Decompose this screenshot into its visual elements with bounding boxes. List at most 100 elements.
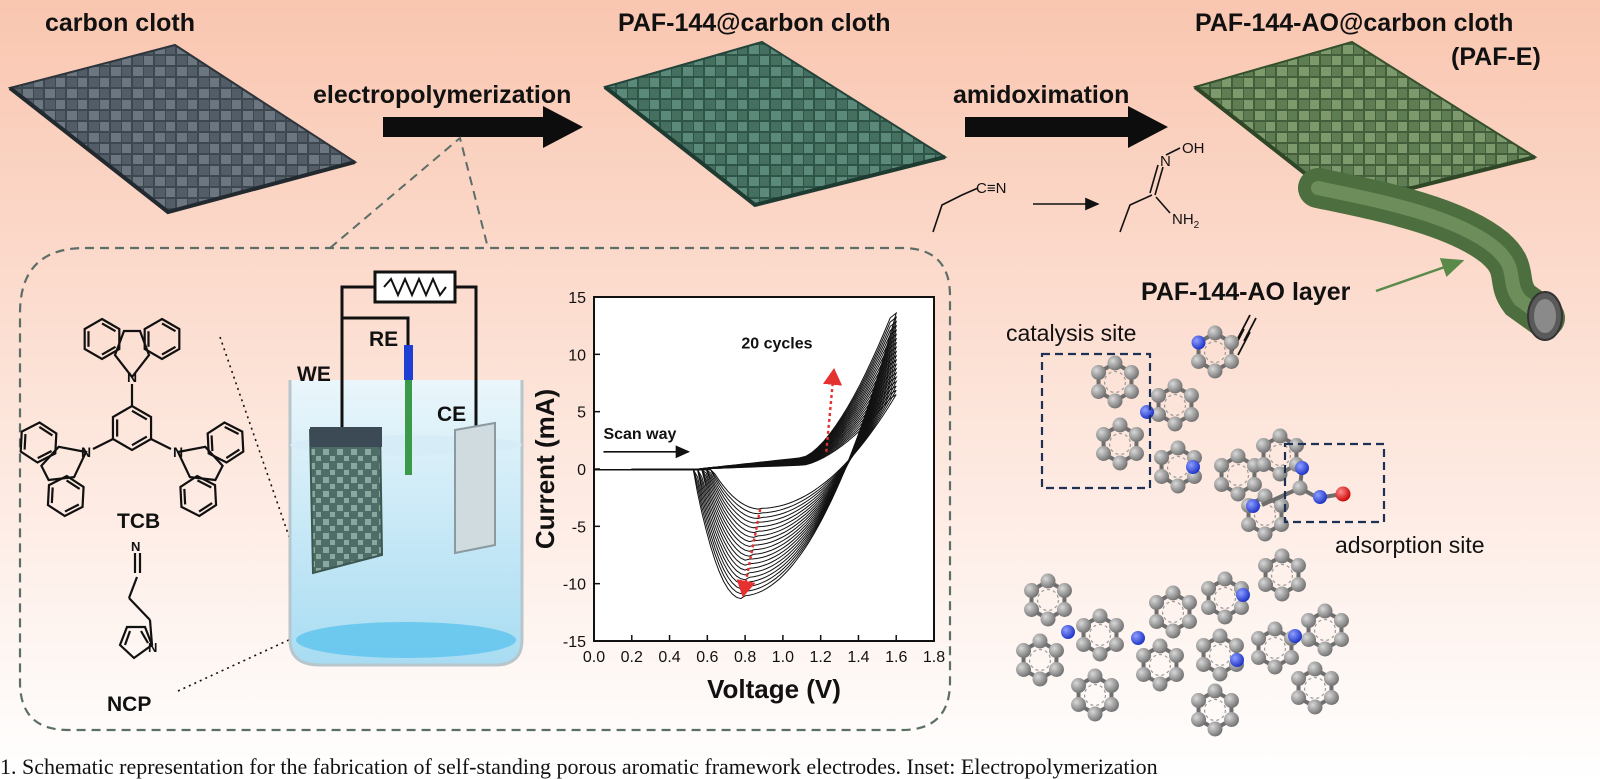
carbon-atom [1257,526,1273,542]
nitrogen-atom [1295,461,1309,475]
carbon-atom [1257,488,1273,504]
aromatic-ring [1036,588,1060,612]
carbon-atom [1168,667,1184,682]
y-axis-label: Current (mA) [530,389,560,549]
x-tick-label: 1.6 [885,649,907,666]
nitrogen-atom [1191,335,1206,350]
carbon-atom [1207,683,1223,699]
carbon-atom [1251,650,1267,665]
carbon-atom [1292,480,1308,496]
aromatic-ring [1226,463,1250,487]
carbon-atom [1317,641,1333,657]
catalysis-site-label: catalysis site [1006,320,1136,346]
scan-way-annotation: Scan way [603,426,676,443]
nitrogen-atom [1140,405,1154,419]
carbon-atom [1096,446,1112,461]
carbon-atom [1217,609,1233,625]
carbon-atom [1016,662,1032,677]
carbon-atom [1333,613,1349,628]
carbon-atom [1071,697,1087,712]
carbon-atom [1154,469,1170,484]
tcb-carbazole-top-ring-b-double-bond [101,322,117,333]
amidoxime-oh-label: OH [1182,140,1205,157]
re-label: RE [369,328,398,351]
carbon-atom [1301,613,1317,628]
y-tick-label: -15 [563,634,586,651]
ncp-label: NCP [107,693,151,716]
carbon-atom [1230,486,1246,502]
carbon-atom [1251,631,1267,646]
carbon-atom [1167,378,1183,394]
carbon-atom [1076,618,1092,633]
carbon-atom [1123,365,1139,380]
carbon-atom [1149,614,1165,629]
carbon-atom [1016,643,1032,658]
carbon-atom [1091,384,1107,399]
carbon-atom [1152,676,1168,692]
figure-caption: 1. Schematic representation for the fabr… [0,754,1158,779]
carbon-atom [1291,690,1307,705]
carbon-atom [1307,661,1323,677]
carbon-atom [1112,455,1128,471]
carbon-atom [1165,585,1181,601]
cv-cycle-series [594,311,898,600]
tcb-carbazole-right-ring-a-double-bond [183,488,187,505]
x-tick-label: 1.8 [923,649,945,666]
carbon-atom [1191,354,1207,369]
carbon-atom [1333,632,1349,647]
x-tick-label: 1.0 [772,649,794,666]
carbon-atom [1183,388,1199,403]
carbon-atom [1217,571,1233,587]
y-tick-label: 10 [568,347,586,364]
layer-zoom-marker [1231,314,1257,356]
carbon-atom [1212,666,1228,682]
nitrogen-atom [1061,625,1075,639]
tcb-carbazole-left-pyrrole-ring [40,445,88,482]
x-tick-label: 0.6 [696,649,718,666]
aromatic-ring [1083,683,1107,707]
carbon-atom [1283,650,1299,665]
counter-electrode [454,421,496,555]
tcb-carbazole-right-ring-a [179,474,218,518]
carbon-atom [1048,662,1064,677]
aromatic-ring [1270,563,1294,587]
anodic-trend-arrow [822,367,843,452]
carbon-atom [1128,446,1144,461]
nitrogen-atom [1236,588,1250,602]
paf144ao-layer-label: PAF-144-AO layer [1141,278,1351,306]
carbon-atom [1223,354,1239,369]
tcb-carbazole-right-ring-b-double-bond [225,448,240,460]
carbon-atom [1272,428,1288,444]
working-electrode [308,426,384,575]
carbon-atom [1272,466,1288,482]
nitrile-group-label: C≡N [976,180,1006,197]
tcb-carbazole-left-ring-a-double-bond [23,433,27,450]
reference-electrode [404,345,413,475]
tcb-carbazole-left-ring-b [46,474,85,518]
carbon-atom [1123,384,1139,399]
aromatic-ring [1161,600,1185,624]
carbon-atom [1223,693,1239,708]
nitrogen-atom [1288,629,1302,643]
carbon-atom [1071,678,1087,693]
carbon-atom [1207,363,1223,379]
y-tick-label: -5 [572,519,586,536]
carbon-atom [1154,450,1170,465]
electropolymerization-label: electropolymerization [313,81,571,109]
aromatic-ring [1263,636,1287,660]
tcb-bond [92,438,114,450]
tcb-carbazole-top-ring-a [143,317,181,361]
carbon-atom [1267,621,1283,637]
carbon-atom [1228,638,1244,653]
carbon-cloth-label: carbon cloth [45,9,195,37]
carbon-atom [1241,517,1257,532]
carbon-atom [1207,721,1223,737]
carbon-atom [1212,628,1228,644]
carbon-atom [1181,614,1197,629]
adsorption-site-box [1283,442,1386,524]
tcb-carbazole-left-ring-a-double-bond [37,450,53,460]
ncp-molecule [118,553,154,660]
aromatic-ring [1148,653,1172,677]
carbon-atom [1024,602,1040,617]
